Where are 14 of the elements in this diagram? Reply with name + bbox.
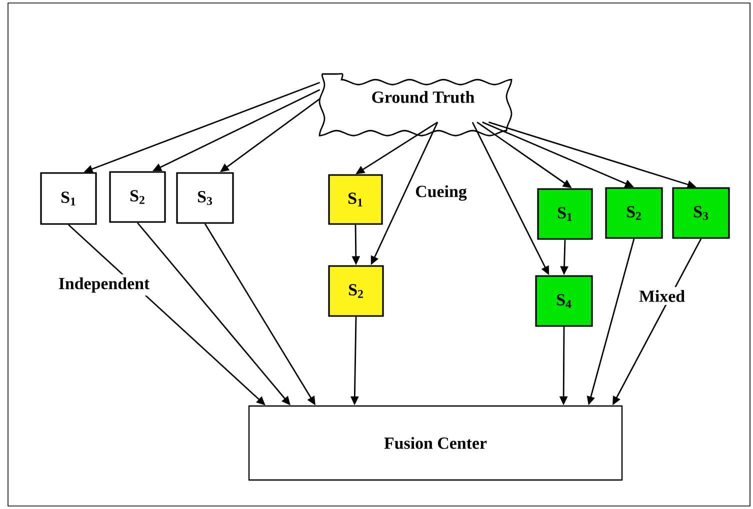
- sensor-box: S$_{4}$: [535, 275, 593, 327]
- sensor-box: S$_{1}$: [40, 172, 97, 225]
- sensor-box: S$_{2}$: [605, 187, 663, 239]
- sensor-box: S$_{1}$: [328, 174, 383, 225]
- group-label: Cueing: [412, 182, 470, 204]
- sensor-box: S$_{3}$: [176, 172, 234, 224]
- sensor-box: S$_{2}$: [109, 171, 166, 223]
- group-label: Independent: [55, 274, 153, 296]
- group-label: Mixed: [636, 287, 688, 305]
- sensor-box: S$_{3}$: [672, 187, 730, 239]
- sensor-box: S$_{2}$: [328, 265, 384, 317]
- process-box: Fusion Center: [248, 405, 623, 481]
- cloud-shape: Ground Truth: [318, 72, 512, 136]
- sensor-box: S$_{1}$: [537, 188, 593, 240]
